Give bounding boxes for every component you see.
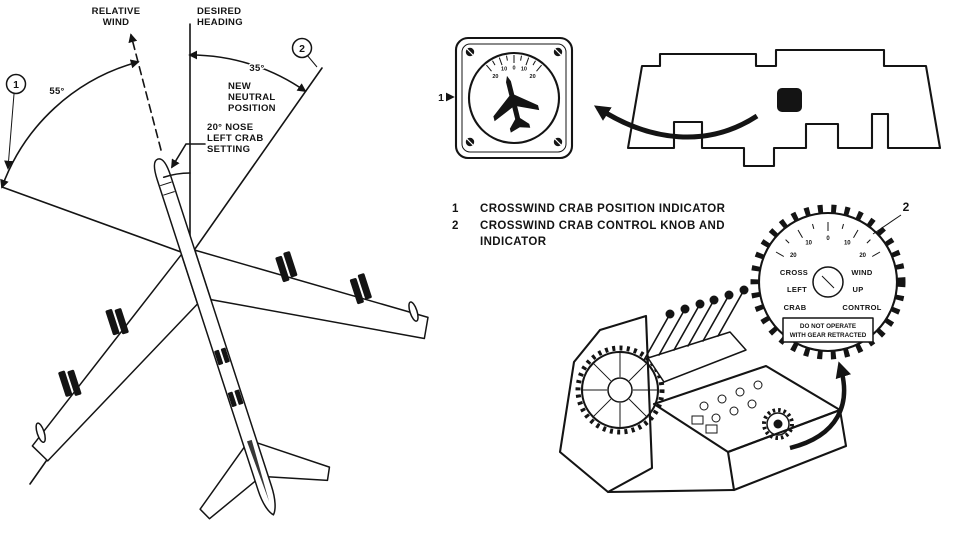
- svg-text:1: 1: [13, 79, 19, 91]
- angle-arc-35: [188, 50, 307, 93]
- crab-control-knob-detail: 20 10 0 10 20 CROSS WIND LEFT UP CRAB CO…: [750, 200, 910, 360]
- svg-text:20: 20: [859, 253, 866, 259]
- svg-text:1: 1: [438, 92, 444, 104]
- svg-text:0: 0: [826, 236, 830, 242]
- indicator-scale-labels: 20 10 0 10 20: [492, 66, 535, 80]
- svg-text:20: 20: [530, 74, 536, 80]
- knob-label-cross: CROSS: [780, 268, 808, 277]
- crab-setting-leader: [171, 143, 206, 169]
- indicator-scale-ticks: [486, 55, 542, 72]
- legend-item-2-text: INDICATOR: [480, 236, 547, 248]
- svg-text:20: 20: [492, 74, 498, 80]
- crab-control-knob-on-pedestal: [762, 408, 794, 440]
- new-neutral-label: POSITION: [228, 103, 276, 114]
- knob-label-control: CONTROL: [842, 303, 881, 312]
- crab-setting-label: SETTING: [207, 144, 250, 155]
- warning-plate: [782, 317, 874, 343]
- aircraft-top-view: [31, 158, 429, 520]
- legend-item-1-text: CROSSWIND CRAB POSITION INDICATOR: [480, 203, 726, 215]
- panel-switches: [691, 380, 763, 434]
- new-neutral-label: NEUTRAL: [228, 92, 276, 103]
- wind-reference-line: [1, 186, 193, 257]
- indicator-dial: [467, 51, 561, 145]
- callout-2-knob: 2: [872, 200, 910, 235]
- desired-heading-label: HEADING: [197, 17, 243, 28]
- crab-setting-label: 20° NOSE: [207, 122, 253, 133]
- cockpit-line: [163, 190, 175, 196]
- relative-wind-label: WIND: [103, 17, 130, 28]
- angle-55-label: 55°: [49, 86, 64, 97]
- angle-35-label: 35°: [249, 63, 264, 74]
- knob-label-wind: WIND: [851, 268, 872, 277]
- wind-angle-diagram: RELATIVE WIND DESIRED HEADING 55° 35° NE…: [0, 6, 429, 520]
- svg-text:2: 2: [903, 200, 910, 214]
- legend: 1 CROSSWIND CRAB POSITION INDICATOR 2 CR…: [452, 203, 726, 248]
- pedestal-front-face: [726, 408, 848, 492]
- crab-position-indicator: 20 10 0 10 20 1: [438, 36, 574, 160]
- knob-scale-ticks: [775, 222, 881, 257]
- legend-item-2-number: 2: [452, 220, 459, 232]
- pedestal-bottom-edge: [607, 488, 735, 494]
- svg-text:10: 10: [501, 67, 507, 73]
- throttle-levers: [643, 285, 749, 361]
- pilots-control-stand: [558, 285, 851, 494]
- crab-setting-label: LEFT CRAB: [207, 133, 264, 144]
- callout-1-diagram: 1: [4, 73, 27, 170]
- aircraft-symbol: [493, 75, 540, 133]
- svg-text:2: 2: [299, 43, 305, 55]
- knob-face: [757, 211, 899, 353]
- trim-wheel: [575, 345, 665, 435]
- knob-label-crab: CRAB: [784, 303, 807, 312]
- instrument-panel-outline: [593, 48, 942, 168]
- engine-pods: [58, 251, 372, 397]
- new-neutral-label: NEW: [228, 81, 251, 92]
- indicator-location-mark: [777, 88, 802, 112]
- knob-scale-labels: 20 10 0 10 20: [790, 236, 867, 259]
- vertical-fin: [246, 439, 270, 502]
- callout-2-diagram: 2: [291, 37, 318, 68]
- knob-label-up: UP: [852, 285, 863, 294]
- pedestal-to-knob-arrow: [789, 361, 851, 451]
- panel-to-indicator-arrow: [593, 105, 759, 140]
- warning-text: DO NOT OPERATE: [800, 323, 856, 330]
- svg-text:20: 20: [790, 253, 797, 259]
- desired-heading-label: DESIRED: [197, 6, 241, 17]
- wingtip-pods: [35, 301, 419, 444]
- knurled-edge: [750, 204, 906, 360]
- crab-angle-arc: [162, 172, 191, 178]
- relative-wind-line: [128, 33, 162, 151]
- cockpit-line: [160, 181, 172, 187]
- bezel-screws: [465, 47, 563, 147]
- warning-text: WITH GEAR RETRACTED: [790, 332, 867, 339]
- svg-text:0: 0: [512, 66, 515, 72]
- throttle-quadrant: [647, 331, 747, 383]
- knob-label-left: LEFT: [787, 285, 807, 294]
- legend-item-1-number: 1: [452, 203, 459, 215]
- center-knob-slot: [821, 275, 835, 289]
- callout-1-indicator: 1: [438, 92, 455, 104]
- fuselage: [153, 158, 276, 516]
- svg-text:10: 10: [844, 240, 851, 246]
- svg-text:10: 10: [805, 240, 812, 246]
- landing-gear-marks: [214, 347, 244, 408]
- legend-item-2-text: CROSSWIND CRAB CONTROL KNOB AND: [480, 220, 725, 232]
- relative-wind-label: RELATIVE: [92, 6, 141, 17]
- svg-text:10: 10: [521, 67, 527, 73]
